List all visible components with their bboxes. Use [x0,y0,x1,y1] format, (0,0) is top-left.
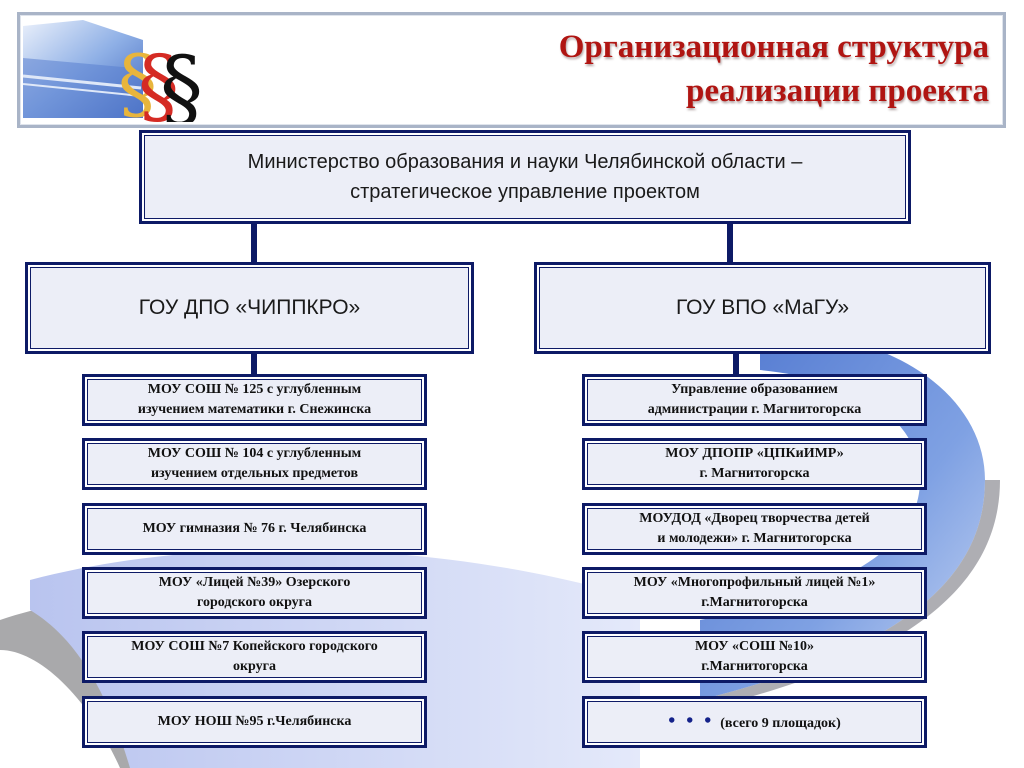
left-org-box: ГОУ ДПО «ЧИППКРО» [25,262,474,354]
left-item: МОУ гимназия № 76 г. Челябинска [82,503,427,555]
left-item: МОУ «Лицей №39» Озерского городского окру… [82,567,427,619]
left-item-line1: МОУ НОШ №95 г.Челябинска [157,714,352,729]
left-item-line2: изучением отдельных предметов [150,466,359,481]
header-panel: § § § Организационная структура реализац… [17,12,1006,128]
right-item-line2: администрации г. Магнитогорска [647,402,862,417]
right-item-line1: МОУДОД «Дворец творчества детей [639,511,870,526]
right-item-line2: г. Магнитогорска [699,466,810,481]
right-item-line2: и молодежи» г. Магнитогорска [657,531,852,546]
left-item-line1: МОУ гимназия № 76 г. Челябинска [142,521,367,536]
connector-top-left [251,224,257,264]
right-item-line2: г.Магнитогорска [701,659,808,674]
right-item-line1: Управление образованием [671,382,838,397]
right-item-more: • • • (всего 9 площадок) [582,696,927,748]
ellipsis-dots-icon: • • • [668,709,715,732]
right-item: МОУДОД «Дворец творчества детей и молодеж… [582,503,927,555]
left-item-line2: городского округа [196,595,313,610]
connector-left-org [251,352,257,376]
left-item-line2: округа [232,659,277,674]
svg-text:§: § [138,39,179,122]
page-title-line1: Организационная структура [558,29,989,65]
svg-text:§: § [160,39,203,122]
left-item-line1: МОУ СОШ № 104 с углубленным [147,446,362,461]
right-item-more-text: (всего 9 площадок) [720,715,841,731]
left-item: МОУ СОШ № 125 с углубленным изучением мат… [82,374,427,426]
left-item: МОУ СОШ № 104 с углубленным изучением отд… [82,438,427,490]
left-item-line1: МОУ «Лицей №39» Озерского [158,575,351,590]
ministry-box: Министерство образования и науки Челябин… [139,130,911,224]
left-item: МОУ СОШ №7 Копейского городского округа [82,631,427,683]
right-item-line1: МОУ ДПОПР «ЦПКиИМР» [665,446,844,461]
right-item: МОУ ДПОПР «ЦПКиИМР» г. Магнитогорска [582,438,927,490]
left-item-line1: МОУ СОШ №7 Копейского городского [131,639,378,654]
right-item: МОУ «СОШ №10» г.Магнитогорска [582,631,927,683]
left-item-line2: изучением математики г. Снежинска [137,402,372,417]
page-title: Организационная структура реализации про… [559,25,989,113]
connector-top-right [727,224,733,264]
right-org-label: ГОУ ВПО «МаГУ» [675,296,850,319]
left-item: МОУ НОШ №95 г.Челябинска [82,696,427,748]
left-org-label: ГОУ ДПО «ЧИППКРО» [138,296,361,319]
right-org-box: ГОУ ВПО «МаГУ» [534,262,991,354]
ministry-line2: стратегическое управление проектом [350,181,700,203]
svg-text:§: § [118,39,157,122]
left-item-line1: МОУ СОШ № 125 с углубленным [147,382,362,397]
right-item: Управление образованием администрации г. … [582,374,927,426]
right-item-line1: МОУ «Многопрофильный лицей №1» [633,575,876,590]
right-item-line1: МОУ «СОШ №10» [694,639,815,654]
page-title-line2: реализации проекта [685,73,989,109]
right-item-line2: г.Магнитогорска [701,595,808,610]
ministry-line1: Министерство образования и науки Челябин… [247,151,803,173]
law-book-logo-icon: § § § [23,20,203,122]
connector-right-org [733,352,739,376]
right-item: МОУ «Многопрофильный лицей №1» г.Магнитог… [582,567,927,619]
